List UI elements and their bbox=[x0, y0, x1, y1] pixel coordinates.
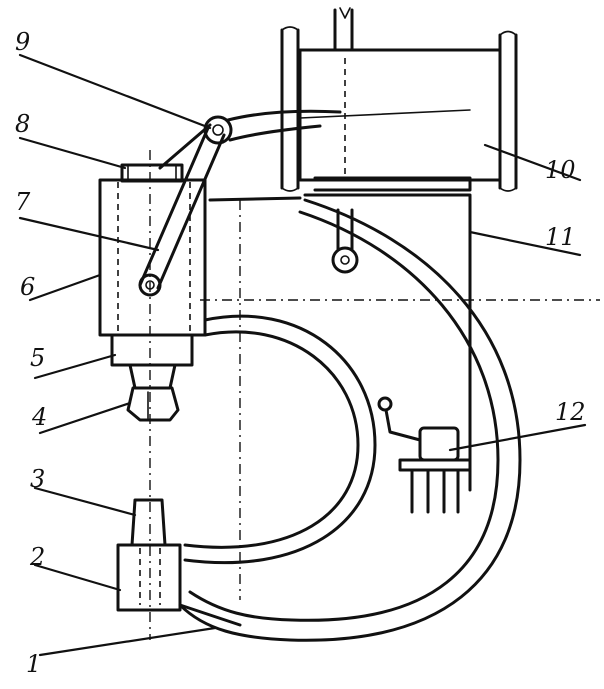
upper-electrode bbox=[110, 333, 194, 422]
callout-8: 8 bbox=[15, 110, 30, 138]
leader-lines bbox=[18, 53, 587, 657]
callout-1: 1 bbox=[26, 650, 41, 678]
callout-11: 11 bbox=[545, 223, 576, 251]
callout-labels: 1 2 3 4 5 6 7 8 9 10 11 12 bbox=[15, 28, 586, 678]
callout-7: 7 bbox=[15, 188, 31, 216]
pneumatic-cylinder bbox=[280, 7, 518, 192]
switch-mechanism bbox=[377, 396, 472, 514]
center-lines bbox=[149, 150, 600, 640]
upper-head bbox=[98, 109, 342, 337]
callout-6: 6 bbox=[20, 273, 35, 301]
callout-2: 2 bbox=[29, 543, 45, 571]
callout-9: 9 bbox=[15, 28, 30, 56]
lower-electrode bbox=[116, 498, 242, 627]
callout-12: 12 bbox=[555, 398, 586, 426]
callout-3: 3 bbox=[30, 465, 45, 493]
c-frame-arm bbox=[178, 198, 522, 642]
callout-5: 5 bbox=[30, 344, 45, 372]
callout-10: 10 bbox=[545, 156, 576, 184]
callout-4: 4 bbox=[31, 403, 47, 431]
frame-body bbox=[208, 176, 472, 492]
